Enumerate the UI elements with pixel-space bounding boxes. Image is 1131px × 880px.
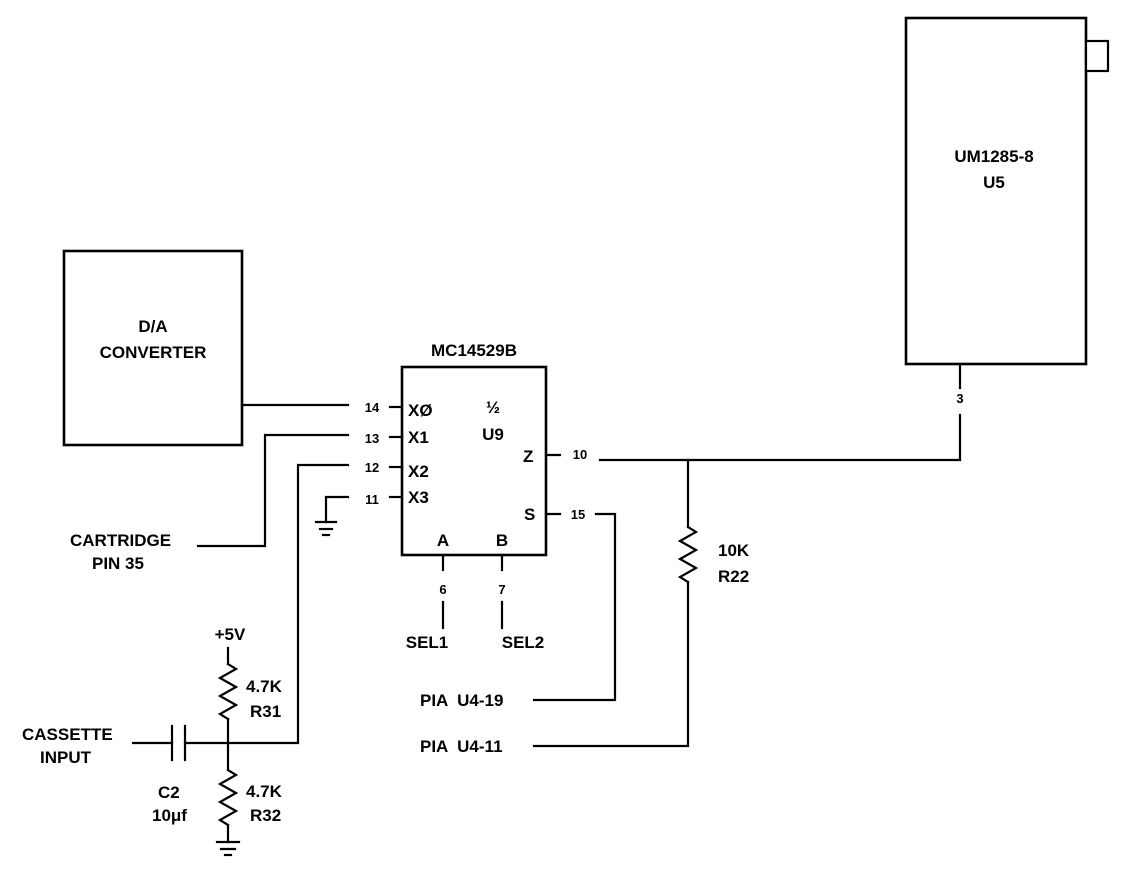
pin-10-number: 10 [573, 447, 587, 462]
sel2-label: SEL2 [502, 633, 545, 652]
pin-s-label: S [524, 505, 535, 524]
vcc-label: +5V [215, 625, 246, 644]
c2-value: 10μf [152, 806, 187, 825]
mux-ref-label: U9 [482, 425, 504, 444]
resistor-r32 [217, 768, 239, 827]
pin-15-number: 15 [571, 507, 585, 522]
rf-output-connector [1084, 39, 1110, 73]
cassette-label-line1: CASSETTE [22, 725, 113, 744]
pin-12-number: 12 [365, 460, 379, 475]
mux-block: MC14529B ½ U9 XØ X1 X2 X3 Z S A B 14 13 … [365, 341, 587, 597]
r22-value: 10K [718, 541, 750, 560]
pin-14-number: 14 [365, 400, 380, 415]
r32-ref: R32 [250, 806, 281, 825]
dac-box [62, 249, 244, 447]
wire-z-to-modulator [598, 413, 962, 462]
mux-title: MC14529B [431, 341, 517, 360]
resistor-r22 [677, 525, 699, 584]
wire-cartridge-to-x1 [196, 433, 350, 548]
pia-u4-11-label: PIA U4-11 [420, 737, 503, 756]
pin-11-number: 11 [365, 492, 379, 507]
dac-label-line2: CONVERTER [100, 343, 207, 362]
modulator-name: UM1285-8 [954, 147, 1033, 166]
dac-label-line1: D/A [138, 317, 167, 336]
cartridge-label-line1: CARTRIDGE [70, 531, 171, 550]
r31-ref: R31 [250, 702, 281, 721]
wire-r22-to-pia-u4-11 [532, 580, 690, 748]
ground-symbol-x3 [314, 520, 338, 537]
mux-half-label: ½ [486, 398, 500, 417]
mux-box [400, 365, 548, 557]
pin-z-label: Z [523, 447, 533, 466]
wire-cassette-to-x2 [226, 463, 350, 745]
pin-b-label: B [496, 531, 508, 550]
wiring [131, 362, 962, 857]
ground-symbol-r32 [215, 840, 241, 857]
r22-ref: R22 [718, 567, 749, 586]
wire-s-to-pia-u4-19 [532, 512, 617, 702]
dac-block: D/A CONVERTER [62, 249, 244, 447]
wire-x3-to-ground [324, 495, 350, 524]
r31-value: 4.7K [246, 677, 283, 696]
pin-13-number: 13 [365, 431, 379, 446]
pin-x1-label: X1 [408, 428, 429, 447]
pin-7-number: 7 [498, 582, 505, 597]
pia-u4-19-label: PIA U4-19 [420, 691, 503, 710]
pin-6-number: 6 [439, 582, 446, 597]
resistor-r31 [217, 662, 239, 721]
pin-x2-label: X2 [408, 462, 429, 481]
modulator-ref: U5 [983, 173, 1005, 192]
pin-x0-label: XØ [408, 401, 433, 420]
cartridge-label-line2: PIN 35 [92, 554, 144, 573]
pin-a-label: A [437, 531, 449, 550]
sel1-label: SEL1 [406, 633, 449, 652]
modulator-box [904, 16, 1088, 366]
pin-x3-label: X3 [408, 488, 429, 507]
modulator-pin-3-number: 3 [956, 391, 963, 406]
labels: CARTRIDGE PIN 35 CASSETTE INPUT +5V 4.7K… [22, 531, 750, 825]
modulator-block: UM1285-8 U5 3 [904, 16, 1110, 406]
cassette-label-line2: INPUT [40, 748, 92, 767]
c2-ref: C2 [158, 783, 180, 802]
r32-value: 4.7K [246, 782, 283, 801]
